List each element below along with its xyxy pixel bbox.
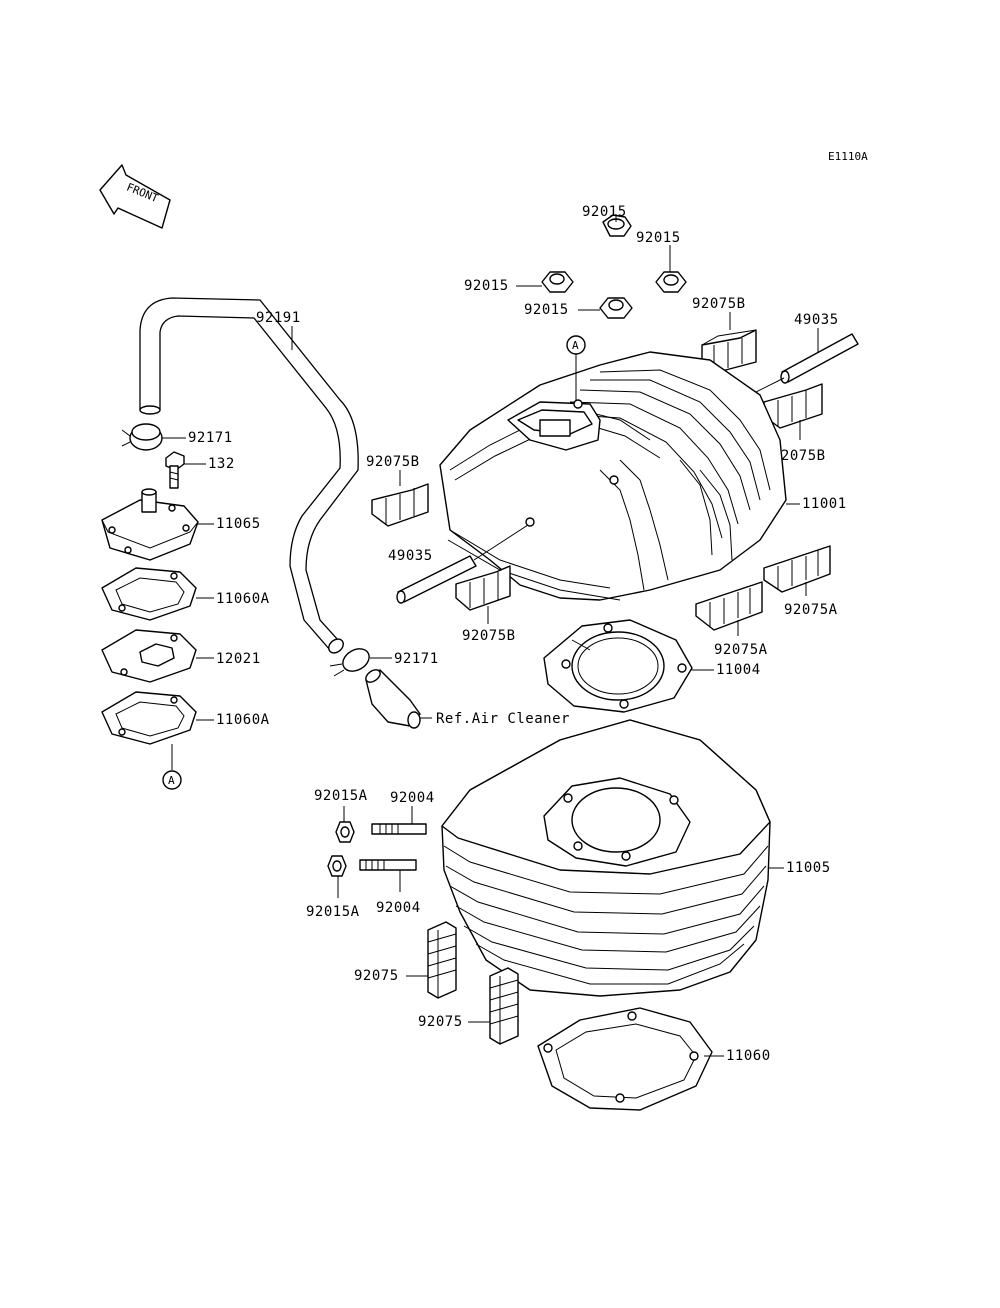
label-pad-right-lower: 92075A xyxy=(784,602,838,618)
pad-92075B-left xyxy=(371,483,429,527)
nut-92015-bottom xyxy=(599,297,633,319)
nut-92015A-top xyxy=(335,821,355,843)
callout-a-head-text: A xyxy=(572,339,579,352)
label-reed-plate: 12021 xyxy=(216,651,261,667)
label-ref-air: Ref.Air Cleaner xyxy=(436,711,570,727)
label-pad-top-right: 92075B xyxy=(692,296,746,312)
label-hose: 92191 xyxy=(256,310,301,326)
hose-92191 xyxy=(139,297,359,654)
pad-92075A-right-lower xyxy=(763,545,831,593)
valve-cover-11065 xyxy=(101,488,199,561)
stud-92004-bottom xyxy=(359,859,417,871)
label-pad-right: 92075B xyxy=(772,448,826,464)
label-pad-left: 92075B xyxy=(366,454,420,470)
label-nut-92015A-top: 92015A xyxy=(314,788,368,804)
label-pad-below-left: 92075B xyxy=(462,628,516,644)
reed-plate-12021 xyxy=(101,629,197,683)
head-gasket xyxy=(543,619,693,713)
stud-92004-top xyxy=(371,823,427,835)
label-nut-left: 92015 xyxy=(464,278,509,294)
nut-92015-left xyxy=(541,271,574,293)
label-head: 11001 xyxy=(802,496,847,512)
label-clamp-bottom: 92171 xyxy=(394,651,439,667)
callout-a-head: A xyxy=(566,335,586,400)
air-cleaner-elbow xyxy=(365,669,421,729)
pin-49035-top-right xyxy=(780,333,859,384)
label-pad-stack-left: 92075 xyxy=(354,968,399,984)
pin-49035-left xyxy=(396,555,477,604)
label-gasket-lower: 11060A xyxy=(216,712,270,728)
label-valve-cover: 11065 xyxy=(216,516,261,532)
cylinder-11005 xyxy=(441,719,771,997)
label-head-gasket: 11004 xyxy=(716,662,761,678)
label-cylinder: 11005 xyxy=(786,860,831,876)
callout-a-bottom: A xyxy=(162,744,182,790)
label-pad-right-mid: 92075A xyxy=(714,642,768,658)
pad-92075A-right-mid xyxy=(695,581,763,631)
label-pin-left: 49035 xyxy=(388,548,433,564)
bolt-132 xyxy=(165,451,185,489)
base-gasket-11060 xyxy=(537,1007,713,1111)
label-stud-top: 92004 xyxy=(390,790,435,806)
nut-92015-right xyxy=(655,271,687,293)
clamp-92171-bottom xyxy=(329,648,370,677)
callout-a-bottom-text: A xyxy=(168,774,175,787)
label-nut-right: 92015 xyxy=(636,230,681,246)
label-bolt: 132 xyxy=(208,456,235,472)
gasket-11060A-upper xyxy=(101,567,197,621)
gasket-11060A-lower xyxy=(101,691,197,745)
label-base-gasket: 11060 xyxy=(726,1048,771,1064)
label-clamp-top: 92171 xyxy=(188,430,233,446)
diagram-code: E1110A xyxy=(828,150,868,163)
label-nut-92015A-bottom: 92015A xyxy=(306,904,360,920)
pad-92075B-below-left xyxy=(455,565,511,611)
label-gasket-upper: 11060A xyxy=(216,591,270,607)
cylinder-head xyxy=(439,351,787,601)
front-arrow-icon: FRONT xyxy=(99,164,171,229)
pad-stack-92075-left xyxy=(427,921,457,999)
pad-stack-92075-right xyxy=(489,967,519,1045)
label-nut-top: 92015 xyxy=(582,204,627,220)
label-pin-top-right: 49035 xyxy=(794,312,839,328)
nut-92015A-bottom xyxy=(327,855,347,877)
pad-92075B-right xyxy=(763,383,823,429)
nut-92015-top xyxy=(602,214,632,237)
label-pad-stack-right: 92075 xyxy=(418,1014,463,1030)
label-stud-bottom: 92004 xyxy=(376,900,421,916)
label-nut-bottom: 92015 xyxy=(524,302,569,318)
clamp-92171-top xyxy=(121,423,163,451)
